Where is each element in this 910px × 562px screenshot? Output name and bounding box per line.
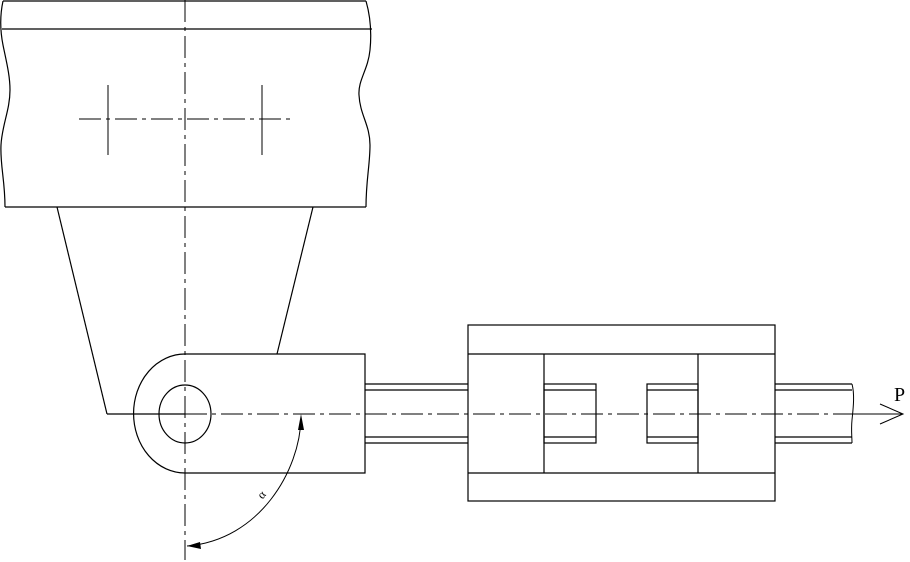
tapered-bracket [56, 206, 314, 415]
coupling-block [467, 324, 776, 502]
angle-dimension: α [186, 414, 304, 549]
rod [365, 383, 855, 444]
arrowhead-left [187, 542, 201, 549]
force-arrow: P [852, 384, 905, 425]
clevis-eye [132, 353, 366, 474]
force-label: P [894, 384, 905, 406]
upper-body [0, 0, 372, 208]
pin-hole [158, 384, 212, 444]
angle-label: α [254, 487, 269, 501]
arrowhead-up [298, 414, 304, 430]
